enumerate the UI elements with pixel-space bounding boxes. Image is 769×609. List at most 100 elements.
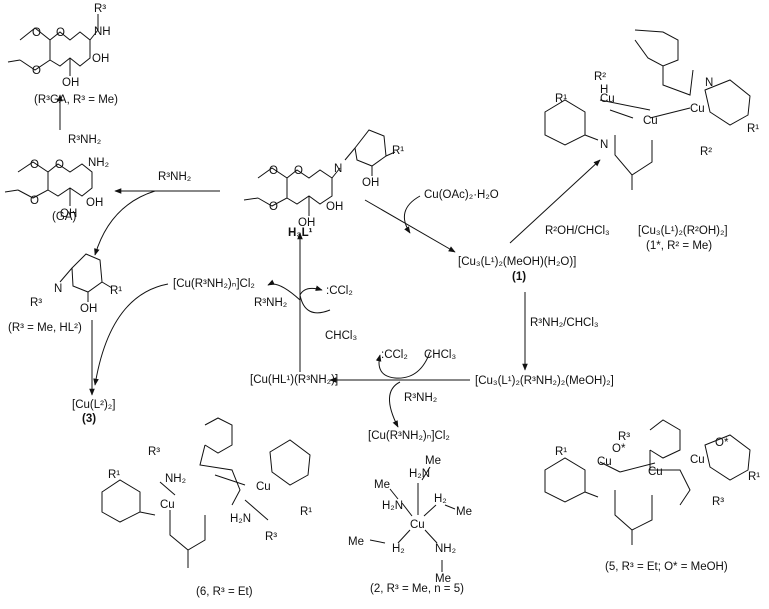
ga-structure [4, 161, 93, 206]
c-amine-formula: [Cu₃(L¹)₂(R³NH₂)₂(MeOH)₂] [475, 375, 614, 387]
reagent-r2oh-chcl3: R²OH/CHCl₃ [545, 225, 610, 237]
atom-r3: R³ [265, 531, 277, 543]
ga-label: (GA) [52, 211, 77, 223]
atom-cu: Cu [597, 456, 612, 468]
c2-structure [369, 466, 456, 572]
atom-o: O [30, 195, 39, 207]
arrow-to-c1star [509, 159, 601, 244]
c1star-structure [544, 29, 751, 190]
hl2-label: (R³ = Me, HL²) [8, 322, 82, 334]
h3l1-structure [243, 129, 396, 216]
cu-amine-left-formula: [Cu(R³NH₂)ₙ]Cl₂ [173, 278, 255, 290]
atom-oh: OH [326, 201, 343, 213]
atom-nh2: NH₂ [435, 543, 456, 555]
reagent-cu-oac: Cu(OAc)₂·H₂O [424, 189, 499, 201]
atom-me: Me [425, 455, 441, 467]
atom-ostar: O* [612, 443, 626, 455]
cu-l2-formula: [Cu(L²)₂] [72, 399, 116, 411]
atom-r1: R¹ [748, 471, 760, 483]
atom-me: Me [348, 536, 364, 548]
atom-o: O [55, 159, 64, 171]
arrow-curve-cu-oac [403, 195, 421, 234]
arrow-curve-cu-amine [93, 283, 169, 386]
atom-cu: Cu [648, 466, 663, 478]
atom-cu: Cu [410, 519, 425, 531]
atom-h2: H₂ [434, 493, 447, 505]
atom-r1: R¹ [300, 506, 312, 518]
atom-r1: R¹ [110, 285, 122, 297]
atom-oh: OH [62, 77, 79, 89]
atom-n: N [54, 283, 62, 295]
atom-o: O [56, 27, 65, 39]
reagent-chcl3-a: CHCl₃ [325, 330, 358, 342]
cu-l2-number: (3) [82, 413, 97, 425]
c2-label: (2, R³ = Me, n = 5) [370, 583, 464, 595]
atom-oh: OH [80, 303, 97, 315]
atom-cu: Cu [690, 454, 705, 466]
atom-cu: Cu [643, 115, 658, 127]
c6-label: (6, R³ = Et) [196, 586, 253, 598]
atom-me: Me [435, 573, 451, 585]
atom-r3: R³ [30, 297, 42, 309]
atom-r1: R¹ [747, 123, 759, 135]
atom-r3: R³ [94, 3, 106, 15]
atom-r3: R³ [618, 431, 630, 443]
atom-n: N [334, 163, 342, 175]
atom-cu: Cu [600, 93, 615, 105]
atom-h2n: H₂N [230, 513, 251, 525]
atom-oh: OH [362, 177, 379, 189]
reagent-r3nh2-mid: R³NH₂ [254, 297, 288, 309]
atom-r1: R¹ [392, 145, 404, 157]
atom-cu: Cu [160, 499, 175, 511]
atom-cu: Cu [690, 103, 705, 115]
atom-r1: R¹ [555, 93, 567, 105]
atom-me: Me [456, 506, 472, 518]
atom-o: O [32, 27, 41, 39]
reagent-ccl2-a: :CCl₂ [326, 285, 353, 297]
arrow-curve-cu-amine-bottom [389, 381, 401, 428]
atom-oh: OH [298, 217, 315, 229]
atom-h: H [600, 84, 608, 96]
c5-structure [544, 419, 751, 545]
h3l1-label: H₃L¹ [288, 227, 313, 239]
atom-n: N [705, 77, 713, 89]
reagent-r3nh2-chcl3: R³NH₂/CHCl₃ [530, 317, 599, 329]
atom-o: O [32, 65, 41, 77]
atom-me: Me [374, 479, 390, 491]
atom-r1: R¹ [108, 469, 120, 481]
atom-n: N [600, 139, 608, 151]
arrow-curve-ccl2-b [375, 351, 431, 379]
c6-structure [101, 417, 311, 568]
reagent-r3nh2-left: R³NH₂ [158, 171, 192, 183]
atom-nh: NH [94, 26, 111, 38]
c5-label: (5, R³ = Et; O* = MeOH) [605, 561, 728, 573]
arrow-curve-to-hl2 [94, 190, 156, 256]
reagent-chcl3-b: CHCl₃ [424, 349, 457, 361]
c1-number: (1) [512, 271, 527, 283]
atom-nh2: NH₂ [88, 157, 109, 169]
arrow-curve-ccl2-a [299, 285, 331, 314]
r3ga-structure [7, 14, 99, 76]
atom-n: H₂ [392, 543, 405, 555]
atom-r2: R² [700, 146, 712, 158]
cu-amine-bottom-formula: [Cu(R³NH₂)ₙ]Cl₂ [368, 430, 450, 442]
hl2-structure [59, 253, 113, 302]
atom-r3: R³ [712, 496, 724, 508]
r3ga-label: (R³GA, R³ = Me) [34, 94, 119, 106]
c1star-number: (1*, R² = Me) [646, 240, 713, 252]
atom-nh2: NH₂ [165, 473, 186, 485]
atom-oh: OH [86, 197, 103, 209]
atom-oh: OH [60, 208, 77, 220]
atom-oh: OH [92, 53, 109, 65]
atom-o: O [30, 159, 39, 171]
atom-h2n: H₂N [409, 468, 430, 480]
reagent-r3nh2-bottom: R³NH₂ [404, 392, 438, 404]
atom-o: O [269, 165, 278, 177]
atom-ostar: O* [715, 437, 729, 449]
atom-o: O [294, 165, 303, 177]
reagent-ccl2-b: :CCl₂ [381, 349, 408, 361]
c1star-formula: [Cu₃(L¹)₂(R²OH)₂] [638, 225, 728, 237]
atom-r2: R² [594, 71, 606, 83]
